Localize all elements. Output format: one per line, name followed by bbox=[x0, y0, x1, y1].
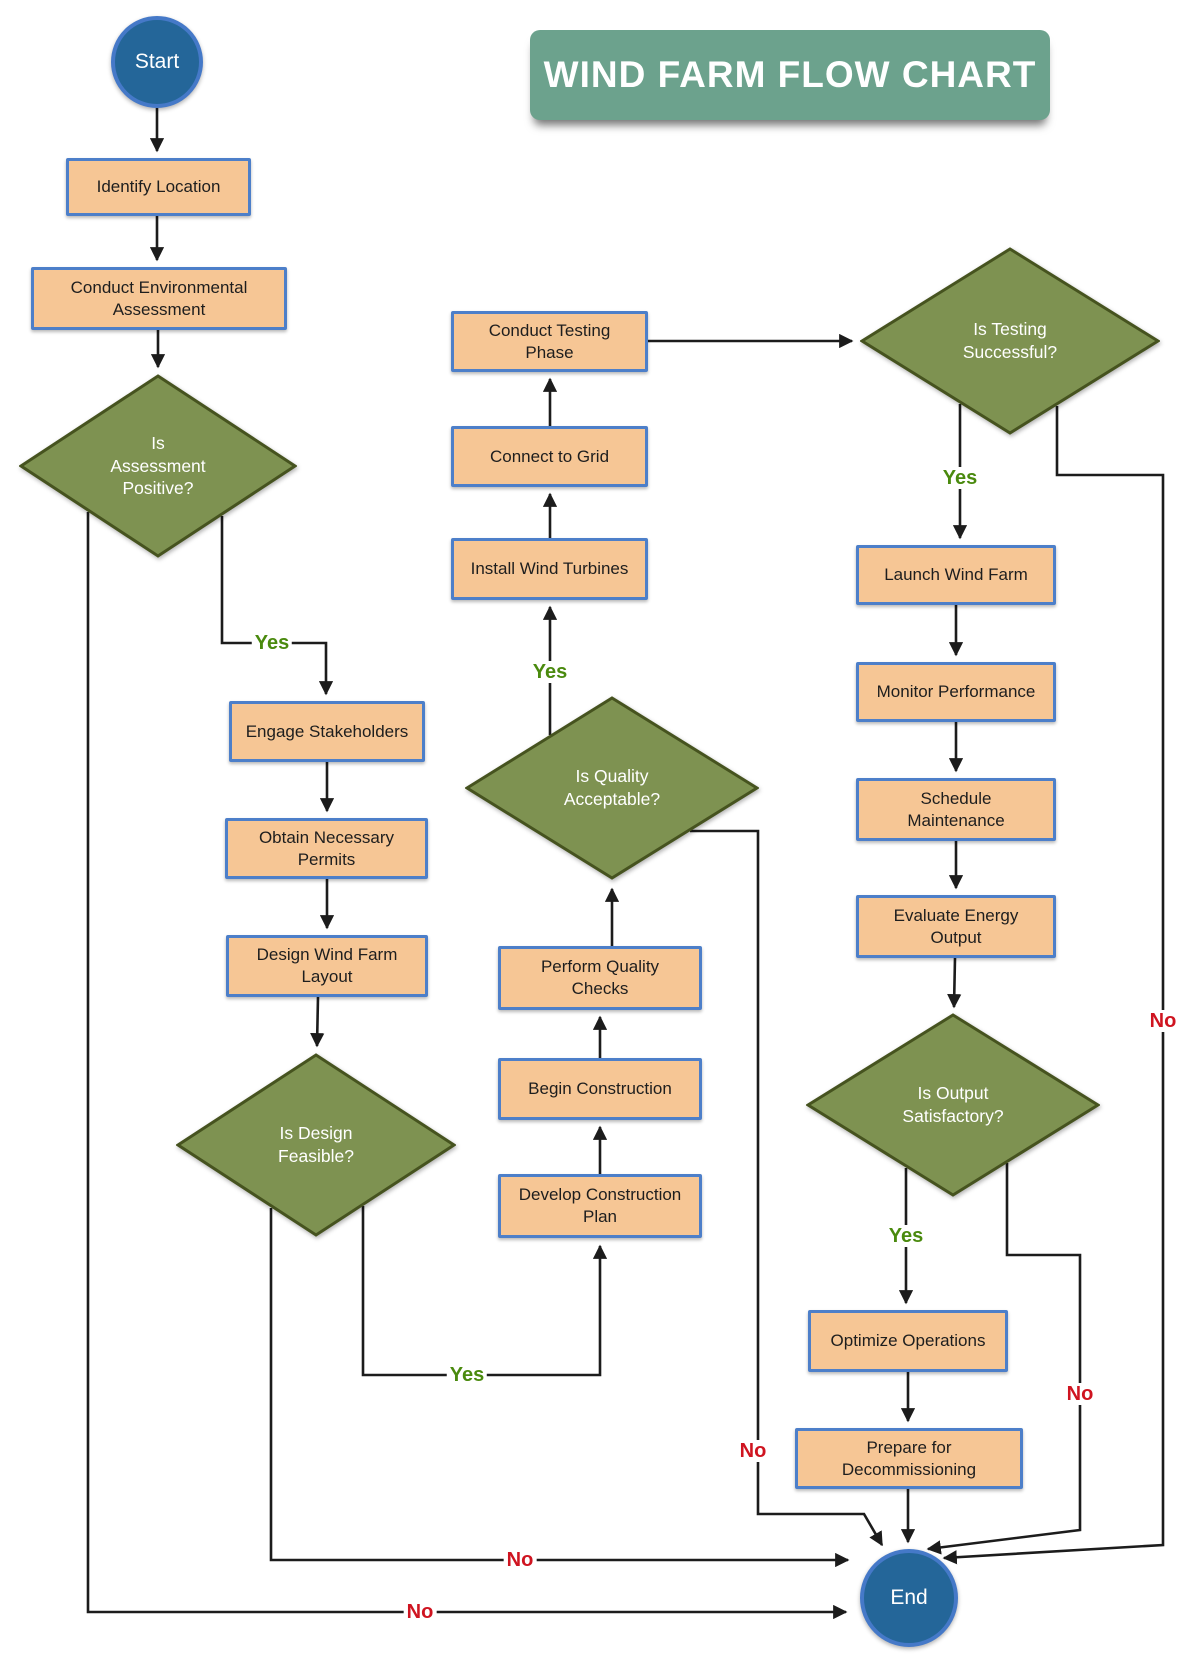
end-label: End bbox=[890, 1586, 928, 1609]
node-design-wind-farm-layout: Design Wind Farm Layout bbox=[226, 935, 428, 997]
decision-is-design-feasible: Is Design Feasible? bbox=[176, 1053, 456, 1237]
node-prepare-for-decommissioning: Prepare for Decommissioning bbox=[795, 1428, 1023, 1489]
edge-label-assessment-no: No bbox=[403, 1601, 437, 1623]
node-monitor-performance: Monitor Performance bbox=[856, 662, 1056, 722]
node-begin-construction: Begin Construction bbox=[498, 1058, 702, 1120]
node-label: Conduct Testing Phase bbox=[488, 320, 611, 362]
node-label: Identify Location bbox=[96, 177, 221, 197]
node-connect-to-grid: Connect to Grid bbox=[451, 426, 648, 487]
edge-label-quality-no: No bbox=[736, 1440, 770, 1462]
edge-evaluate-output-decision bbox=[947, 957, 962, 1009]
node-perform-quality-checks: Perform Quality Checks bbox=[498, 946, 702, 1010]
edge-output-no-end bbox=[926, 1163, 1082, 1555]
node-label: Schedule Maintenance bbox=[907, 788, 1005, 830]
edge-label-testing-no: No bbox=[1146, 1010, 1180, 1032]
node-label: Develop Construction Plan bbox=[518, 1185, 682, 1226]
node-conduct-environmental-assessment: Conduct Environmental Assessment bbox=[31, 267, 287, 330]
node-identify-location: Identify Location bbox=[66, 158, 251, 216]
decision-label: Is Output Satisfactory? bbox=[902, 1083, 1004, 1126]
node-label: Design Wind Farm Layout bbox=[256, 945, 398, 986]
title-banner: WIND FARM FLOW CHART bbox=[530, 30, 1050, 120]
diamond-shape bbox=[806, 1013, 1100, 1197]
edge-assessment-no-end bbox=[86, 512, 848, 1620]
decision-label: Is Design Feasible? bbox=[278, 1123, 354, 1166]
node-conduct-testing-phase: Conduct Testing Phase bbox=[451, 311, 648, 372]
node-label: Prepare for Decommissioning bbox=[841, 1437, 977, 1479]
node-label: Optimize Operations bbox=[830, 1331, 986, 1351]
node-label: Begin Construction bbox=[528, 1079, 672, 1099]
edge-design-feasible-decision bbox=[310, 996, 325, 1048]
diamond-shape bbox=[465, 696, 759, 880]
edge-label-output-no: No bbox=[1063, 1383, 1097, 1405]
node-label: Install Wind Turbines bbox=[470, 559, 629, 579]
node-develop-construction-plan: Develop Construction Plan bbox=[498, 1174, 702, 1238]
edge-label-output-yes: Yes bbox=[885, 1225, 927, 1247]
decision-is-output-satisfactory: Is Output Satisfactory? bbox=[806, 1013, 1100, 1197]
node-label: Perform Quality Checks bbox=[540, 957, 660, 998]
node-optimize-operations: Optimize Operations bbox=[808, 1310, 1008, 1372]
title-text: WIND FARM FLOW CHART bbox=[543, 54, 1037, 95]
edge-label-assessment-yes: Yes bbox=[251, 632, 293, 654]
diamond-shape bbox=[176, 1053, 456, 1237]
start-terminal: Start bbox=[111, 16, 203, 108]
node-schedule-maintenance: Schedule Maintenance bbox=[856, 778, 1056, 841]
node-label: Connect to Grid bbox=[489, 446, 610, 466]
end-terminal: End bbox=[860, 1549, 958, 1647]
decision-is-testing-successful: Is Testing Successful? bbox=[860, 247, 1160, 435]
node-install-wind-turbines: Install Wind Turbines bbox=[451, 538, 648, 600]
node-evaluate-energy-output: Evaluate Energy Output bbox=[856, 895, 1056, 958]
decision-label: Is Quality Acceptable? bbox=[563, 766, 661, 809]
node-label: Engage Stakeholders bbox=[245, 721, 409, 741]
edge-label-feasible-no: No bbox=[503, 1549, 537, 1571]
node-label: Evaluate Energy Output bbox=[893, 905, 1019, 947]
decision-label: Is Assessment Positive? bbox=[110, 432, 206, 499]
node-obtain-necessary-permits: Obtain Necessary Permits bbox=[225, 818, 428, 879]
diamond-shape bbox=[860, 247, 1160, 435]
node-label: Conduct Environmental Assessment bbox=[70, 277, 248, 319]
decision-label: Is Testing Successful? bbox=[962, 319, 1058, 362]
node-launch-wind-farm: Launch Wind Farm bbox=[856, 545, 1056, 605]
edge-label-testing-yes: Yes bbox=[939, 467, 981, 489]
edge-label-feasible-yes: Yes bbox=[446, 1364, 488, 1386]
decision-is-quality-acceptable: Is Quality Acceptable? bbox=[465, 696, 759, 880]
node-engage-stakeholders: Engage Stakeholders bbox=[229, 701, 425, 762]
decision-is-assessment-positive: Is Assessment Positive? bbox=[19, 374, 297, 558]
edge-testing-no-end bbox=[942, 406, 1165, 1565]
diamond-shape bbox=[19, 374, 297, 558]
node-label: Obtain Necessary Permits bbox=[258, 827, 395, 869]
node-label: Monitor Performance bbox=[876, 682, 1036, 702]
edge-feasible-no-end bbox=[269, 1208, 850, 1568]
start-label: Start bbox=[134, 50, 180, 73]
edge-label-quality-yes: Yes bbox=[529, 661, 571, 683]
node-label: Launch Wind Farm bbox=[884, 565, 1028, 585]
edge-quality-no-end bbox=[690, 829, 884, 1547]
